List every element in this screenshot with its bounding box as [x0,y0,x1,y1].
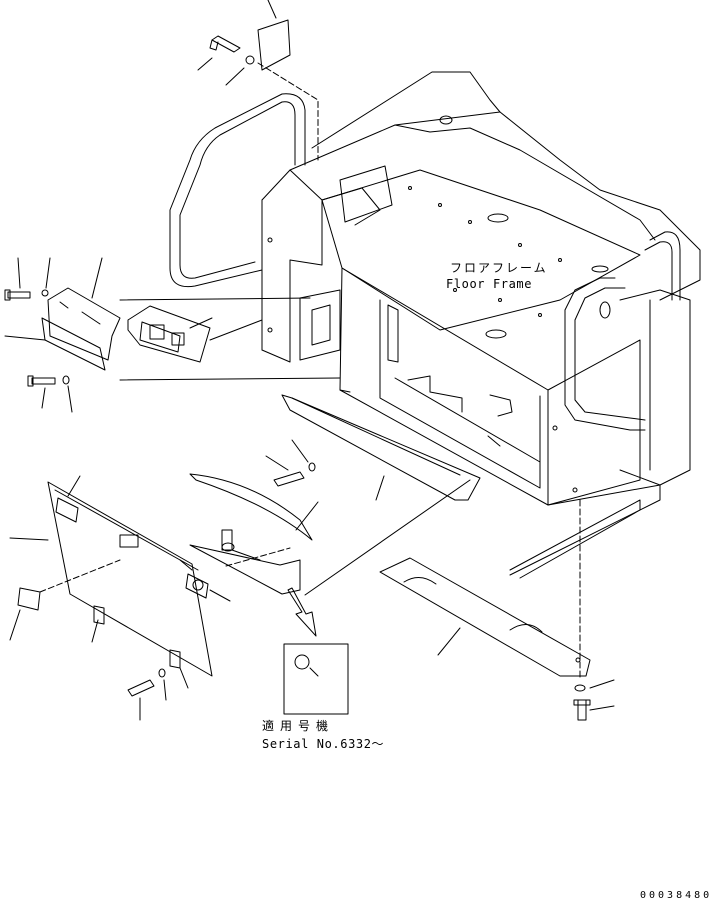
cover-bolt [128,669,165,696]
seal-strip [190,474,318,540]
leader-line [226,548,290,566]
cover-latch [18,588,40,610]
floor-frame [262,72,700,578]
latch-plate [180,530,300,594]
left-handrail [170,94,305,287]
left-leaders [5,258,340,412]
step-plate [282,395,480,500]
right-handrail [565,232,680,430]
detail-arrow [288,588,316,636]
serial-label: Serial No.6332～ [262,737,385,751]
serial-detail-inset [284,588,348,714]
under-bolt [574,680,614,720]
floor-frame-label: Floor Frame [446,277,533,291]
step-bolt [266,440,470,595]
top-cover-plate [258,0,290,70]
cushion-block [128,306,210,362]
front-leaders [10,476,230,720]
left-bolts [5,290,69,386]
top-bolt [198,36,254,85]
serial-label-jp: 適用号機 [262,719,335,733]
under-cover-plate [380,558,590,676]
floor-frame-label-jp: フロアフレーム [450,261,548,275]
drawing-number: 00038480 [640,890,713,901]
leader-line [258,63,318,160]
front-cover-panel [48,482,212,676]
left-bracket [42,288,120,370]
